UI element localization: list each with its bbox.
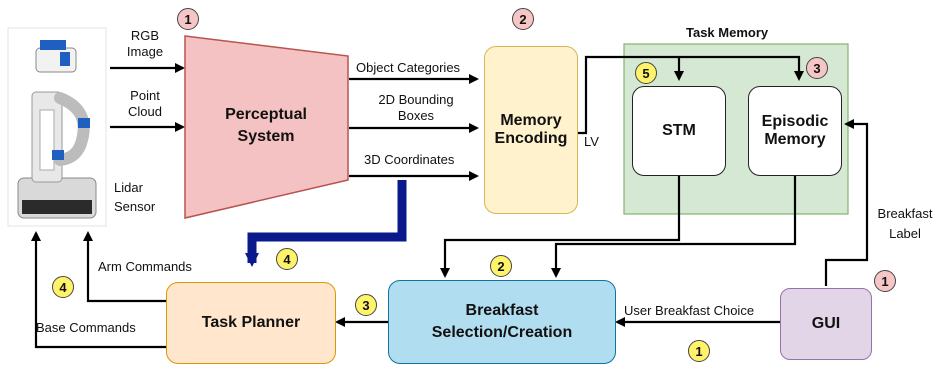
breakfast-label-arrow — [824, 119, 869, 286]
rgb-image-label: RGB Image — [126, 28, 164, 59]
stm-label: STM — [662, 122, 696, 139]
breakfast-selection-box: Breakfast Selection/Creation — [388, 280, 616, 364]
base-commands-arrow — [31, 231, 166, 349]
lidar-sensor-label: Lidar Sensor — [114, 180, 156, 214]
coords-to-planner-step-badge: 4 — [276, 248, 298, 270]
stm-box: STM — [632, 86, 726, 176]
perceptual-system-shape — [184, 35, 349, 219]
arm-commands-arrow — [83, 231, 166, 303]
memory-encoding-step-badge: 2 — [512, 8, 534, 30]
selection-step-badge: 2 — [490, 255, 512, 277]
perceptual-system-label-wrap: Perceptual System — [196, 96, 336, 156]
task-memory-title: Task Memory — [686, 25, 769, 40]
gui-step-badge: 1 — [874, 270, 896, 292]
lv-to-episodic-arrow — [578, 55, 804, 135]
arm-commands-label: Arm Commands — [98, 259, 192, 274]
task-planner-label: Task Planner — [201, 314, 301, 331]
memory-encoding-box: Memory Encoding — [484, 46, 578, 214]
base-commands-label: Base Commands — [36, 320, 136, 335]
base-commands-step-badge: 4 — [52, 276, 74, 298]
episodic-step-badge: 3 — [806, 57, 828, 79]
breakfast-selection-label: Breakfast Selection/Creation — [431, 302, 573, 341]
stm-to-selection-arrow — [440, 176, 681, 278]
stm-step-badge: 5 — [635, 62, 657, 84]
task-planner-box: Task Planner — [166, 282, 336, 364]
lv-label: LV — [584, 134, 599, 149]
episodic-memory-label: Episodic Memory — [761, 113, 829, 148]
planner-input-step-badge: 3 — [355, 294, 377, 316]
memory-encoding-label: Memory Encoding — [494, 112, 568, 147]
point-cloud-label: Point Cloud — [128, 88, 162, 119]
coords-to-planner-arrow — [245, 180, 407, 267]
breakfast-label-text: Breakfast Label — [877, 206, 933, 241]
perceptual-system-label: Perceptual System — [225, 106, 307, 145]
episodic-memory-box: Episodic Memory — [748, 86, 842, 176]
gui-box[interactable]: GUI — [780, 288, 872, 360]
bounding-boxes-label: 2D Bounding Boxes — [378, 92, 454, 123]
episodic-to-selection-arrow — [551, 176, 797, 278]
gui-label: GUI — [811, 315, 841, 332]
user-choice-label: User Breakfast Choice — [624, 303, 755, 318]
user-choice-step-badge: 1 — [688, 340, 710, 362]
coordinates-label: 3D Coordinates — [364, 152, 455, 167]
object-categories-label: Object Categories — [356, 60, 461, 75]
perception-step-badge: 1 — [177, 8, 199, 30]
robot-image — [7, 27, 107, 227]
